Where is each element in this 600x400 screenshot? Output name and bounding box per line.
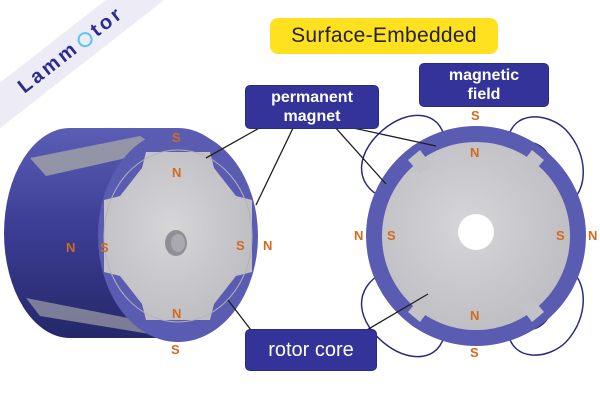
- inter-magnet-gaps: [408, 150, 544, 322]
- leader-pm-right-left: [333, 125, 387, 185]
- left-core-edge: [103, 149, 253, 323]
- field-line-bottom-right: [507, 269, 584, 356]
- right-pole-right-inner: S: [556, 228, 565, 243]
- left-pole-right-outer: N: [263, 238, 272, 253]
- left-shaft-bore: [171, 234, 185, 252]
- callout-leader-lines: [205, 121, 437, 335]
- rotor-core-label: rotor core: [246, 330, 376, 370]
- right-pole-top-inner: N: [470, 145, 479, 160]
- permanent-magnet-label-line1: permanent: [271, 89, 353, 106]
- left-pole-left-inner: S: [100, 240, 109, 255]
- diagram-title: Surface-Embedded: [270, 18, 498, 54]
- right-pole-bottom-inner: N: [470, 308, 479, 323]
- left-pole-bottom-inner: N: [172, 306, 181, 321]
- magnetic-field-label-line1: magnetic: [448, 67, 520, 84]
- field-line-top-right: [507, 116, 584, 203]
- leader-pm-left-right: [255, 125, 295, 206]
- leader-pm-left-top: [205, 121, 271, 159]
- leader-rc-left: [227, 299, 255, 335]
- right-pole-right-outer: N: [588, 228, 597, 243]
- left-pole-top-inner: N: [172, 165, 181, 180]
- right-pole-left-outer: N: [354, 228, 363, 243]
- permanent-magnet-label-line2: magnet: [283, 108, 341, 125]
- left-pole-left-outer: N: [66, 240, 75, 255]
- field-line-top-left: [360, 114, 446, 201]
- left-rotor: S N N S S N N S: [4, 128, 272, 357]
- magnetic-field-label-line2: field: [467, 86, 501, 103]
- right-shaft-hole: [458, 214, 494, 250]
- left-pole-right-inner: S: [236, 238, 245, 253]
- field-line-bottom-left: [360, 270, 446, 358]
- left-pole-bottom-outer: S: [171, 342, 180, 357]
- right-pole-top-outer: S: [471, 108, 480, 123]
- left-pole-top-outer: S: [172, 130, 181, 145]
- permanent-magnet-label: permanent magnet: [246, 86, 378, 128]
- cylinder-stripe-top: [30, 136, 162, 176]
- right-pole-bottom-outer: S: [470, 345, 479, 360]
- right-rotor: S N N S S N N S: [354, 108, 597, 360]
- leader-rc-right: [359, 293, 429, 335]
- leader-pm-right-top: [343, 125, 437, 147]
- magnetic-field-label: magnetic field: [420, 64, 548, 106]
- right-pole-left-inner: S: [387, 228, 396, 243]
- cylinder-stripe-bottom: [26, 298, 150, 334]
